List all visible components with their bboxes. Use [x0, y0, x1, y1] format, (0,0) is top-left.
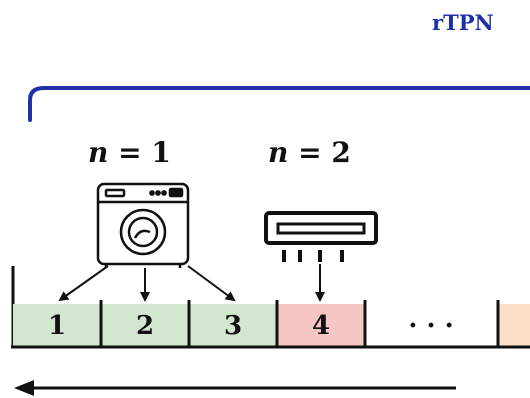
slot-2 — [101, 304, 189, 346]
slot-3-label: 3 — [224, 311, 242, 341]
slot-next — [498, 304, 530, 346]
diagram-title: rTPN — [432, 10, 494, 35]
slot-ellipsis — [365, 304, 498, 346]
slot-4-label: 4 — [312, 311, 330, 341]
arrow-wm-to-slot-1 — [58, 265, 109, 302]
brace-bracket — [28, 86, 530, 122]
slot-ellipsis-label: · · · — [408, 311, 453, 341]
slot-1-label: 1 — [48, 311, 66, 341]
label-n2: n = 2 — [268, 136, 351, 169]
slot-1 — [13, 304, 101, 346]
slot-4 — [277, 304, 365, 346]
time-arrow-head — [14, 380, 34, 396]
slot-3 — [189, 304, 277, 346]
label-n1: n = 1 — [88, 136, 171, 169]
washing-machine-icon — [96, 182, 190, 268]
slot-2-label: 2 — [136, 311, 154, 341]
arrow-wm-to-slot-3 — [187, 265, 236, 302]
air-conditioner-icon — [264, 211, 378, 262]
